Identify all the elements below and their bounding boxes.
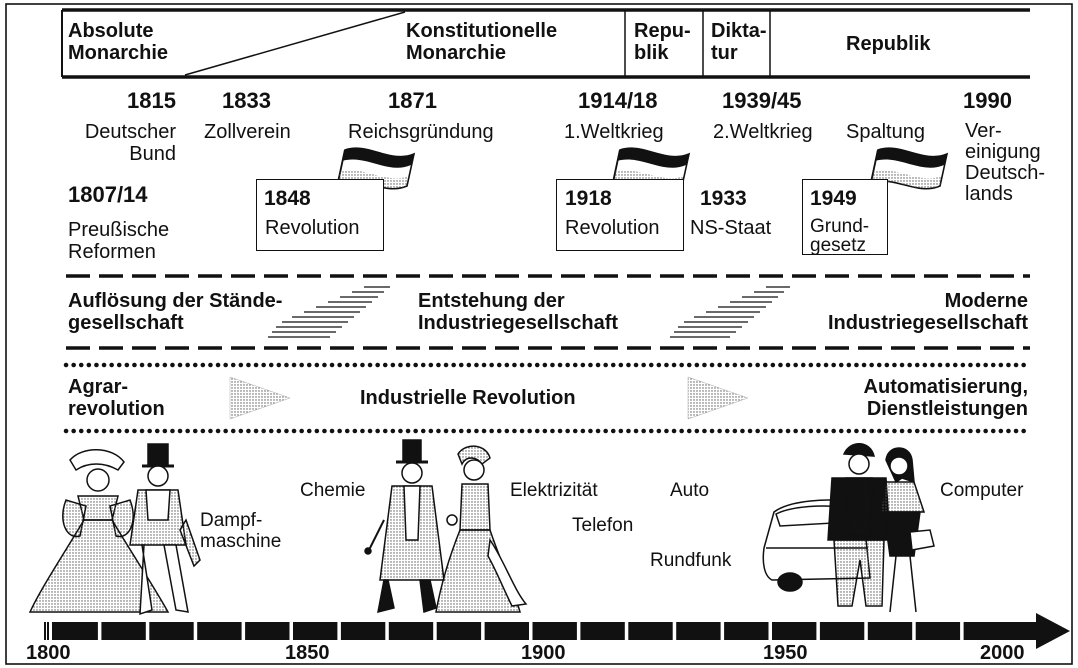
event-1807-label: Preußische Reformen xyxy=(68,219,170,263)
tech-dampfmaschine: Dampf- maschine xyxy=(200,510,282,553)
economy-arrow-left xyxy=(229,376,291,420)
tech-rundfunk: Rundfunk xyxy=(650,550,732,571)
timeline-segment-gap xyxy=(337,622,341,640)
timeline-segment-gap xyxy=(672,622,677,640)
economy-arrow-right xyxy=(687,376,749,420)
timeline-segment-gap xyxy=(624,622,629,640)
transition-hatch-right xyxy=(670,286,790,338)
tech-chemie: Chemie xyxy=(300,480,366,501)
tech-computer: Computer xyxy=(940,480,1024,501)
event-1807-year: 1807/14 xyxy=(68,182,148,207)
society-left: Auflösung der Stände- gesellschaft xyxy=(68,290,283,335)
era-republik: Republik xyxy=(846,33,931,55)
timeline-tick-1900: 1900 xyxy=(521,642,566,664)
timeline-tick-1800: 1800 xyxy=(26,642,71,664)
outer-frame xyxy=(5,3,1073,665)
flag-1949 xyxy=(865,147,949,207)
event-1914-year: 1914/18 xyxy=(578,88,658,113)
era-republik-weimar: Repu- blik xyxy=(634,20,691,65)
timeline-tick-1850: 1850 xyxy=(285,642,330,664)
event-1990-year: 1990 xyxy=(963,88,1012,113)
economy-right: Automatisierung, Dienstleistungen xyxy=(863,376,1028,421)
timeline-segment-gap xyxy=(289,622,293,640)
tech-auto: Auto xyxy=(670,480,710,501)
figure-biedermeier-man xyxy=(129,443,201,616)
event-1939-year: 1939/45 xyxy=(722,88,802,113)
event-1848-year: 1848 xyxy=(264,187,311,210)
timeline-segment-gap xyxy=(768,622,772,640)
event-1833-label: Zollverein xyxy=(204,121,291,143)
event-1949-box xyxy=(802,179,888,255)
timeline-tick-2000: 2000 xyxy=(980,642,1025,664)
timeline-segment-gap xyxy=(816,622,820,640)
event-1990-label: Ver- einigung Deutsch- lands xyxy=(965,120,1046,205)
event-1939-label: 2.Weltkrieg xyxy=(713,121,813,143)
event-1914-label: 1.Weltkrieg xyxy=(564,121,664,143)
economy-left: Agrar- revolution xyxy=(68,376,165,421)
event-1918-label: Revolution xyxy=(565,217,660,239)
society-right: Moderne Industriegesellschaft xyxy=(827,290,1028,335)
event-1949-label: Grund- gesetz xyxy=(810,216,870,256)
event-1918-box xyxy=(556,179,684,251)
figure-gruenderzeit-man xyxy=(364,439,445,614)
tech-elektrizitaet: Elektrizität xyxy=(510,480,598,501)
event-1833-year: 1833 xyxy=(222,88,271,113)
timeline-segment-gap xyxy=(720,622,725,640)
figure-biedermeier-woman xyxy=(28,449,170,613)
event-spaltung: Spaltung xyxy=(846,121,925,143)
timeline-segment-gap xyxy=(912,622,916,640)
figure-modern-woman xyxy=(879,447,935,613)
event-1949-year: 1949 xyxy=(810,187,857,210)
timeline-tick-1950: 1950 xyxy=(763,642,808,664)
event-1871-label: Reichsgründung xyxy=(348,121,494,143)
event-1815-year: 1815 xyxy=(127,88,176,113)
timeline-segment-gap xyxy=(529,622,533,640)
era-konstitutionelle-monarchie: Konstitutionelle Monarchie xyxy=(406,20,558,65)
event-1871-year: 1871 xyxy=(388,88,437,113)
timeline-segment-gap xyxy=(193,622,198,640)
society-middle: Entstehung der Industriegesellschaft xyxy=(418,290,619,335)
timeline-segment-gap xyxy=(97,622,102,640)
timeline-arrow xyxy=(44,613,1070,649)
event-1933-year: 1933 xyxy=(700,187,747,210)
event-1918-year: 1918 xyxy=(565,187,612,210)
timeline-segment-gap xyxy=(864,622,868,640)
event-1933-label: NS-Staat xyxy=(690,217,772,239)
transition-hatch-left xyxy=(268,286,390,338)
era-diktatur: Dikta- tur xyxy=(711,20,767,65)
economy-middle: Industrielle Revolution xyxy=(360,387,576,409)
timeline-segment-gap xyxy=(481,622,485,640)
timeline-segment-gap xyxy=(960,622,964,640)
figure-modern-man xyxy=(827,443,891,607)
event-1815-label: Deutscher Bund xyxy=(84,121,176,166)
event-1848-box xyxy=(256,179,384,251)
era-absolute-monarchie: Absolute Monarchie xyxy=(68,20,169,65)
timeline-segment-gap xyxy=(385,622,389,640)
timeline-segment-gap xyxy=(433,622,437,640)
timeline-segment-gap xyxy=(241,622,246,640)
tech-telefon: Telefon xyxy=(572,515,634,536)
timeline-segment-gap xyxy=(145,622,150,640)
event-1848-label: Revolution xyxy=(265,217,360,239)
figure-gruenderzeit-woman xyxy=(435,445,528,613)
timeline-segment-gap xyxy=(576,622,581,640)
era-diagonal xyxy=(184,11,406,76)
